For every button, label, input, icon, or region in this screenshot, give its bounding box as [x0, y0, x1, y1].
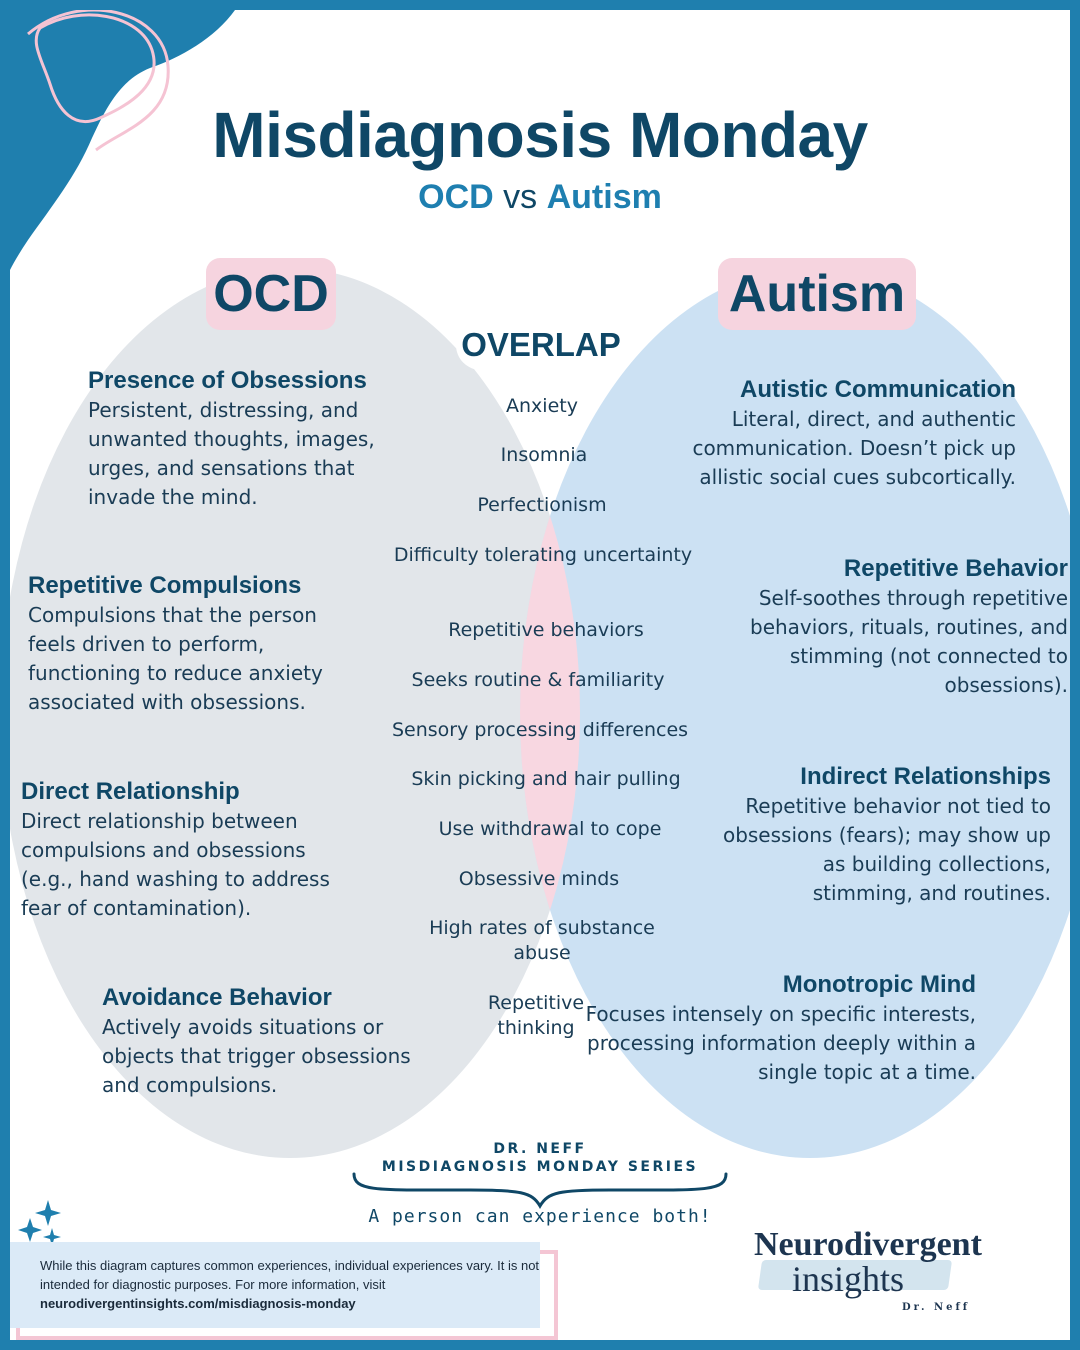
ocd-item-body: Direct relationship between compulsions …	[21, 809, 330, 920]
autism-item-body: Focuses intensely on specific interests,…	[585, 1002, 976, 1084]
tagline: A person can experience both!	[368, 1206, 712, 1227]
overlap-item: Anxiety	[506, 395, 578, 417]
overlap-item: High rates of substance abuse	[429, 917, 655, 964]
autism-item-heading: Indirect Relationships	[800, 763, 1051, 790]
ocd-item: Direct Relationship Direct relationship …	[21, 777, 356, 923]
credit-series: MISDIAGNOSIS MONDAY SERIES	[381, 1159, 699, 1175]
autism-label: Autism	[718, 258, 916, 330]
overlap-item: Perfectionism	[477, 494, 607, 516]
overlap-item: Repetitive thinking	[487, 992, 585, 1039]
ocd-item-body: Persistent, distressing, and unwanted th…	[88, 398, 375, 509]
autism-item: Indirect Relationships Repetitive behavi…	[720, 762, 1051, 908]
ocd-item: Repetitive Compulsions Compulsions that …	[28, 571, 358, 717]
page-title: Misdiagnosis Monday	[212, 99, 868, 171]
disclaimer-link[interactable]: neurodivergentinsights.com/misdiagnosis-…	[40, 1296, 356, 1311]
logo-wordmark-top: Neurodivergent	[754, 1226, 982, 1263]
overlap-item: Use withdrawal to cope	[438, 818, 662, 840]
overlap-item: Skin picking and hair pulling	[411, 768, 681, 790]
autism-item-body: Literal, direct, and authentic communica…	[692, 407, 1016, 489]
ocd-item: Avoidance Behavior Actively avoids situa…	[102, 983, 442, 1100]
overlap-item: Repetitive behaviors	[448, 619, 644, 641]
autism-item-body: Repetitive behavior not tied to obsessio…	[722, 794, 1051, 905]
subtitle-ocd: OCD	[418, 178, 494, 216]
overlap-item: Seeks routine & familiarity	[411, 669, 665, 691]
page-subtitle: OCD vs Autism	[10, 178, 1070, 217]
ocd-item-body: Actively avoids situations or objects th…	[102, 1015, 411, 1097]
autism-item: Monotropic Mind Focuses intensely on spe…	[570, 970, 976, 1087]
autism-item-heading: Monotropic Mind	[782, 971, 976, 998]
infographic: Misdiagnosis Monday OCD vs Autism OCD Au…	[10, 10, 1070, 1340]
ocd-item-heading: Presence of Obsessions	[88, 367, 367, 394]
brace-divider	[352, 1172, 728, 1210]
overlap-item: Insomnia	[500, 444, 588, 466]
autism-item: Repetitive Behavior Self-soothes through…	[730, 554, 1068, 700]
ocd-item-heading: Repetitive Compulsions	[28, 572, 302, 599]
autism-circle	[520, 268, 1070, 1158]
ocd-label: OCD	[206, 258, 336, 330]
disclaimer-text: While this diagram captures common exper…	[40, 1258, 540, 1292]
subtitle-autism: Autism	[546, 178, 662, 216]
ocd-item-heading: Avoidance Behavior	[102, 984, 332, 1011]
ocd-item-heading: Direct Relationship	[21, 778, 240, 805]
subtitle-vs: vs	[503, 178, 538, 216]
overlap-item: Obsessive minds	[458, 868, 620, 890]
overlap-item: Sensory processing differences	[391, 719, 689, 741]
disclaimer-text-box: While this diagram captures common exper…	[10, 1242, 540, 1328]
ocd-circle	[10, 268, 580, 1158]
series-credit: DR. NEFF MISDIAGNOSIS MONDAY SERIES	[340, 1140, 740, 1176]
ocd-item-body: Compulsions that the person feels driven…	[28, 603, 323, 714]
autism-item: Autistic Communication Literal, direct, …	[660, 375, 1016, 492]
credit-author: DR. NEFF	[493, 1141, 587, 1157]
ocd-item: Presence of Obsessions Persistent, distr…	[88, 366, 418, 512]
autism-item-body: Self-soothes through repetitive behavior…	[750, 586, 1068, 697]
autism-item-heading: Repetitive Behavior	[843, 555, 1068, 582]
logo-wordmark-bottom: insights	[792, 1259, 905, 1299]
decorative-blob	[10, 10, 235, 270]
overlap-item: Difficulty tolerating uncertainty	[393, 544, 693, 566]
logo-signature: Dr. Neff	[902, 1302, 971, 1313]
overlap-label: OVERLAP	[456, 320, 626, 370]
autism-item-heading: Autistic Communication	[739, 376, 1016, 403]
